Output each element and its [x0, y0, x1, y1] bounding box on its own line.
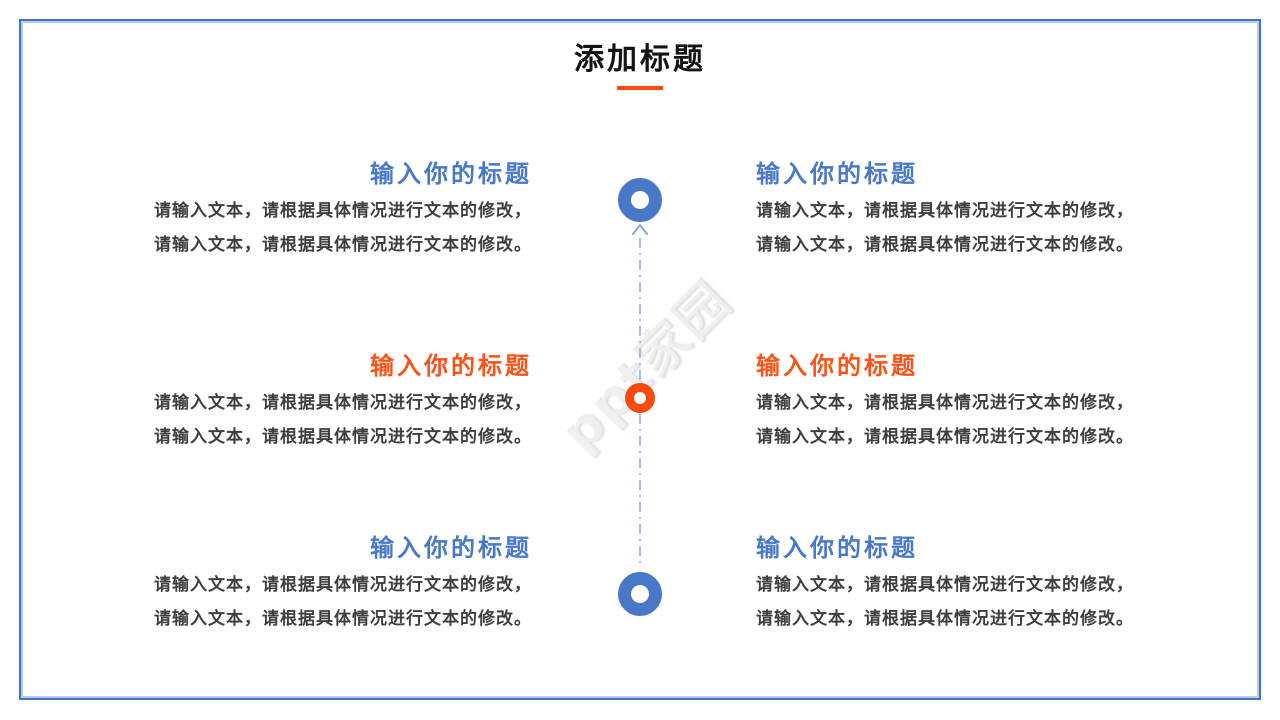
block-title: 输入你的标题 — [370, 534, 532, 562]
block-title: 输入你的标题 — [756, 352, 918, 380]
arrow-up-icon — [632, 224, 648, 235]
text-block-right-middle: 输入你的标题 请输入文本，请根据具体情况进行文本的修改， 请输入文本，请根据具体… — [756, 350, 1148, 454]
block-text-line: 请输入文本，请根据具体情况进行文本的修改。 — [756, 235, 1134, 255]
text-block-left-bottom: 输入你的标题 请输入文本，请根据具体情况进行文本的修改， 请输入文本，请根据具体… — [140, 532, 532, 636]
text-block-left-middle: 输入你的标题 请输入文本，请根据具体情况进行文本的修改， 请输入文本，请根据具体… — [140, 350, 532, 454]
block-text-line: 请输入文本，请根据具体情况进行文本的修改。 — [154, 427, 532, 447]
text-block-right-top: 输入你的标题 请输入文本，请根据具体情况进行文本的修改， 请输入文本，请根据具体… — [756, 158, 1148, 262]
block-text-line: 请输入文本，请根据具体情况进行文本的修改， — [154, 201, 532, 221]
text-block-right-bottom: 输入你的标题 请输入文本，请根据具体情况进行文本的修改， 请输入文本，请根据具体… — [756, 532, 1148, 636]
block-title: 输入你的标题 — [370, 352, 532, 380]
block-text-line: 请输入文本，请根据具体情况进行文本的修改， — [756, 201, 1134, 221]
block-text-line: 请输入文本，请根据具体情况进行文本的修改。 — [154, 235, 532, 255]
block-text-line: 请输入文本，请根据具体情况进行文本的修改， — [154, 393, 532, 413]
block-text-line: 请输入文本，请根据具体情况进行文本的修改。 — [756, 609, 1134, 629]
page-title: 添加标题 — [574, 42, 706, 77]
title-underline — [617, 86, 663, 90]
block-title: 输入你的标题 — [370, 160, 532, 188]
text-block-left-top: 输入你的标题 请输入文本，请根据具体情况进行文本的修改， 请输入文本，请根据具体… — [140, 158, 532, 262]
block-text-line: 请输入文本，请根据具体情况进行文本的修改。 — [756, 427, 1134, 447]
watermark: ppt家园 — [550, 270, 744, 464]
block-text-line: 请输入文本，请根据具体情况进行文本的修改， — [756, 393, 1134, 413]
timeline-marker-top — [618, 178, 662, 222]
block-text-line: 请输入文本，请根据具体情况进行文本的修改， — [154, 575, 532, 595]
block-text-line: 请输入文本，请根据具体情况进行文本的修改， — [756, 575, 1134, 595]
block-text-line: 请输入文本，请根据具体情况进行文本的修改。 — [154, 609, 532, 629]
timeline-marker-bottom — [618, 572, 662, 616]
block-title: 输入你的标题 — [756, 534, 918, 562]
timeline-marker-middle — [625, 383, 655, 413]
block-title: 输入你的标题 — [756, 160, 918, 188]
